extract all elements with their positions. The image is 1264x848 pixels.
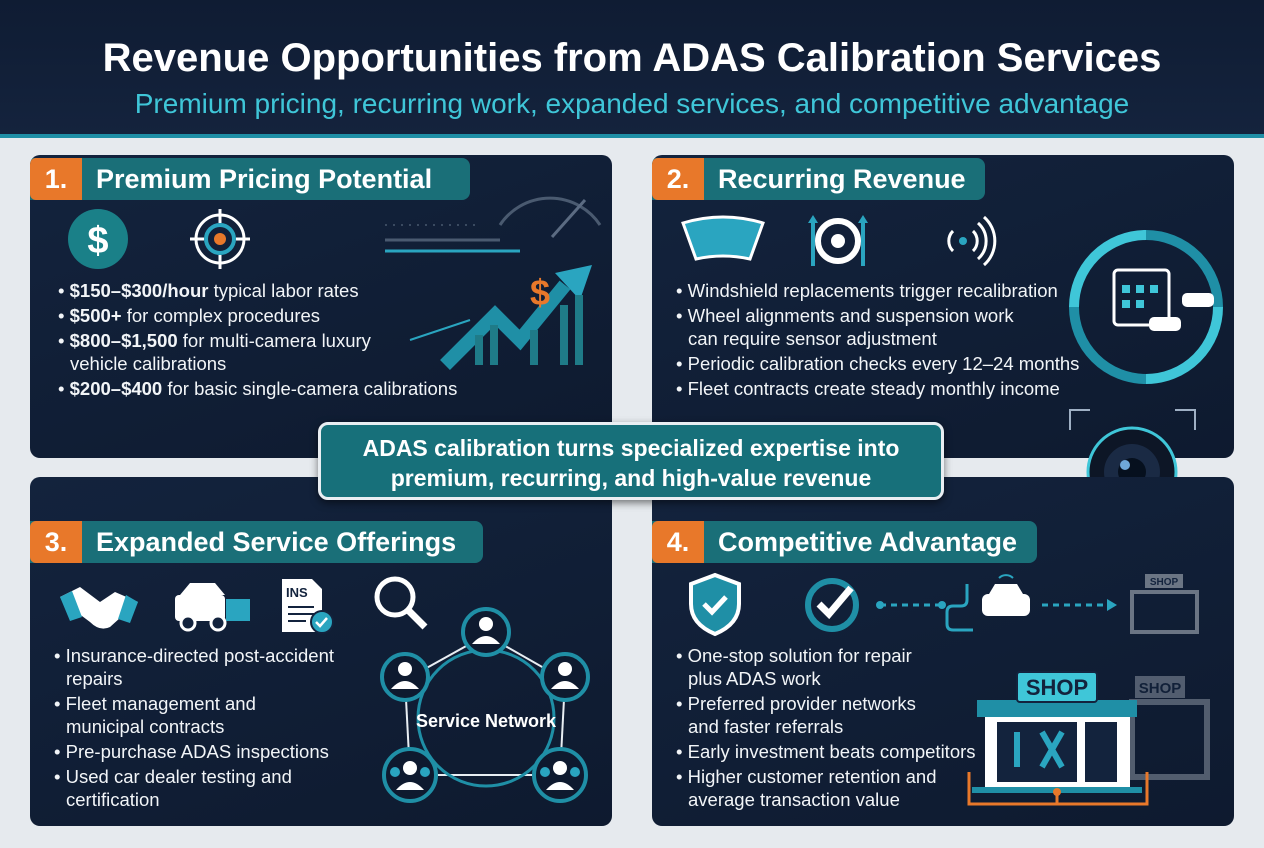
svg-text:SHOP: SHOP <box>1150 577 1179 588</box>
handshake-icon <box>60 587 138 629</box>
callout-line-1: ADAS calibration turns specialized exper… <box>362 435 900 461</box>
bullet-item: $500+ for complex procedures <box>56 304 486 327</box>
panel-title-tab: 4. Competitive Advantage <box>652 521 1037 563</box>
svg-text:$: $ <box>87 220 108 262</box>
panel-title-tab: 1. Premium Pricing Potential <box>30 158 470 200</box>
page-title: Revenue Opportunities from ADAS Calibrat… <box>102 36 1162 80</box>
panel-competitive-advantage: 4. Competitive Advantage SHOP SHOP SHOP … <box>652 477 1234 826</box>
section-number: 3. <box>30 521 82 563</box>
bullet-item: $150–$300/hour typical labor rates <box>56 279 486 302</box>
section-number: 4. <box>652 521 704 563</box>
bullet-list: One-stop solution for repair plus ADAS w… <box>674 644 994 813</box>
bullet-item: Fleet contracts create steady monthly in… <box>674 377 1094 400</box>
person-node-icon <box>540 652 590 702</box>
section-title: Recurring Revenue <box>718 163 966 194</box>
shield-check-icon <box>689 572 741 637</box>
section-title: Premium Pricing Potential <box>96 163 433 194</box>
bullet-item: Early investment beats competitors <box>674 740 994 763</box>
windshield-icon <box>681 215 765 261</box>
panel-premium-pricing: 1. Premium Pricing Potential $ $ $150–$3… <box>30 155 612 458</box>
magnifier-icon <box>374 576 428 630</box>
bullet-item: Periodic calibration checks every 12–24 … <box>674 352 1094 375</box>
section-number: 2. <box>652 158 704 200</box>
bullet-item: Pre-purchase ADAS inspections <box>52 740 352 763</box>
bullet-list: Windshield replacements trigger recalibr… <box>674 279 1094 402</box>
calendar-cycle-icon <box>1069 230 1223 384</box>
bullet-item: Higher customer retention and average tr… <box>674 765 944 811</box>
target-icon <box>190 209 250 269</box>
bullet-item: Preferred provider networks and faster r… <box>674 692 924 738</box>
bullet-item: Used car dealer testing and certificatio… <box>52 765 302 811</box>
group-node-icon <box>382 747 438 803</box>
page-subtitle: Premium pricing, recurring work, expande… <box>134 88 1130 119</box>
service-network-diagram: Service Network <box>374 576 590 803</box>
bullet-item: $200–$400 for basic single-camera calibr… <box>56 377 486 400</box>
bullet-item: Windshield replacements trigger recalibr… <box>674 279 1094 302</box>
section-title: Competitive Advantage <box>718 526 1018 557</box>
svg-text:INS: INS <box>286 585 308 600</box>
service-icons <box>681 215 997 267</box>
svg-text:$: $ <box>530 272 550 313</box>
callout-line-2: premium, recurring, and high-value reven… <box>390 465 872 491</box>
person-node-icon <box>380 652 430 702</box>
truck-icon <box>175 583 250 632</box>
bullet-item: $800–$1,500 for multi-camera luxury vehi… <box>56 329 396 375</box>
section-number: 1. <box>30 158 82 200</box>
wheel-alignment-icon <box>808 215 868 266</box>
check-circle-icon <box>805 578 859 632</box>
network-label: Service Network <box>416 711 557 731</box>
group-node-icon <box>532 747 588 803</box>
shop-icon-small: SHOP <box>1130 574 1199 634</box>
shop-storefront-graphic: SHOP SHOP <box>967 671 1210 806</box>
bullet-list: Insurance-directed post-accident repairs… <box>52 644 352 813</box>
bullet-item: One-stop solution for repair plus ADAS w… <box>674 644 914 690</box>
service-icons: INS <box>60 579 334 634</box>
dollar-icon: $ <box>68 209 128 269</box>
svg-text:SHOP: SHOP <box>1139 680 1182 697</box>
shop-sign: SHOP <box>1026 675 1088 700</box>
bullet-item: Insurance-directed post-accident repairs <box>52 644 352 690</box>
bullet-item: Wheel alignments and suspension work can… <box>674 304 1034 350</box>
panel-expanded-services: 3. Expanded Service Offerings INS Servic… <box>30 477 612 826</box>
connected-car-icon <box>945 574 1030 632</box>
dollar-and-target-icons: $ <box>68 209 250 269</box>
header-banner <box>0 0 1264 138</box>
sensor-signal-icon <box>947 215 997 267</box>
bullet-list: $150–$300/hour typical labor rates $500+… <box>56 279 486 402</box>
panel-title-tab: 2. Recurring Revenue <box>652 158 985 200</box>
competitor-shop-icon: SHOP <box>1129 676 1210 780</box>
referral-flow-graphic: SHOP <box>689 572 1199 637</box>
insurance-document-icon: INS <box>282 579 334 634</box>
bullet-item: Fleet management and municipal contracts <box>52 692 272 738</box>
panel-recurring-revenue: 2. Recurring Revenue Windshield replacem… <box>652 155 1234 458</box>
section-title: Expanded Service Offerings <box>96 526 457 557</box>
person-node-icon <box>461 607 511 657</box>
panel-title-tab: 3. Expanded Service Offerings <box>30 521 483 563</box>
key-takeaway-callout: ADAS calibration turns specialized exper… <box>318 422 944 500</box>
